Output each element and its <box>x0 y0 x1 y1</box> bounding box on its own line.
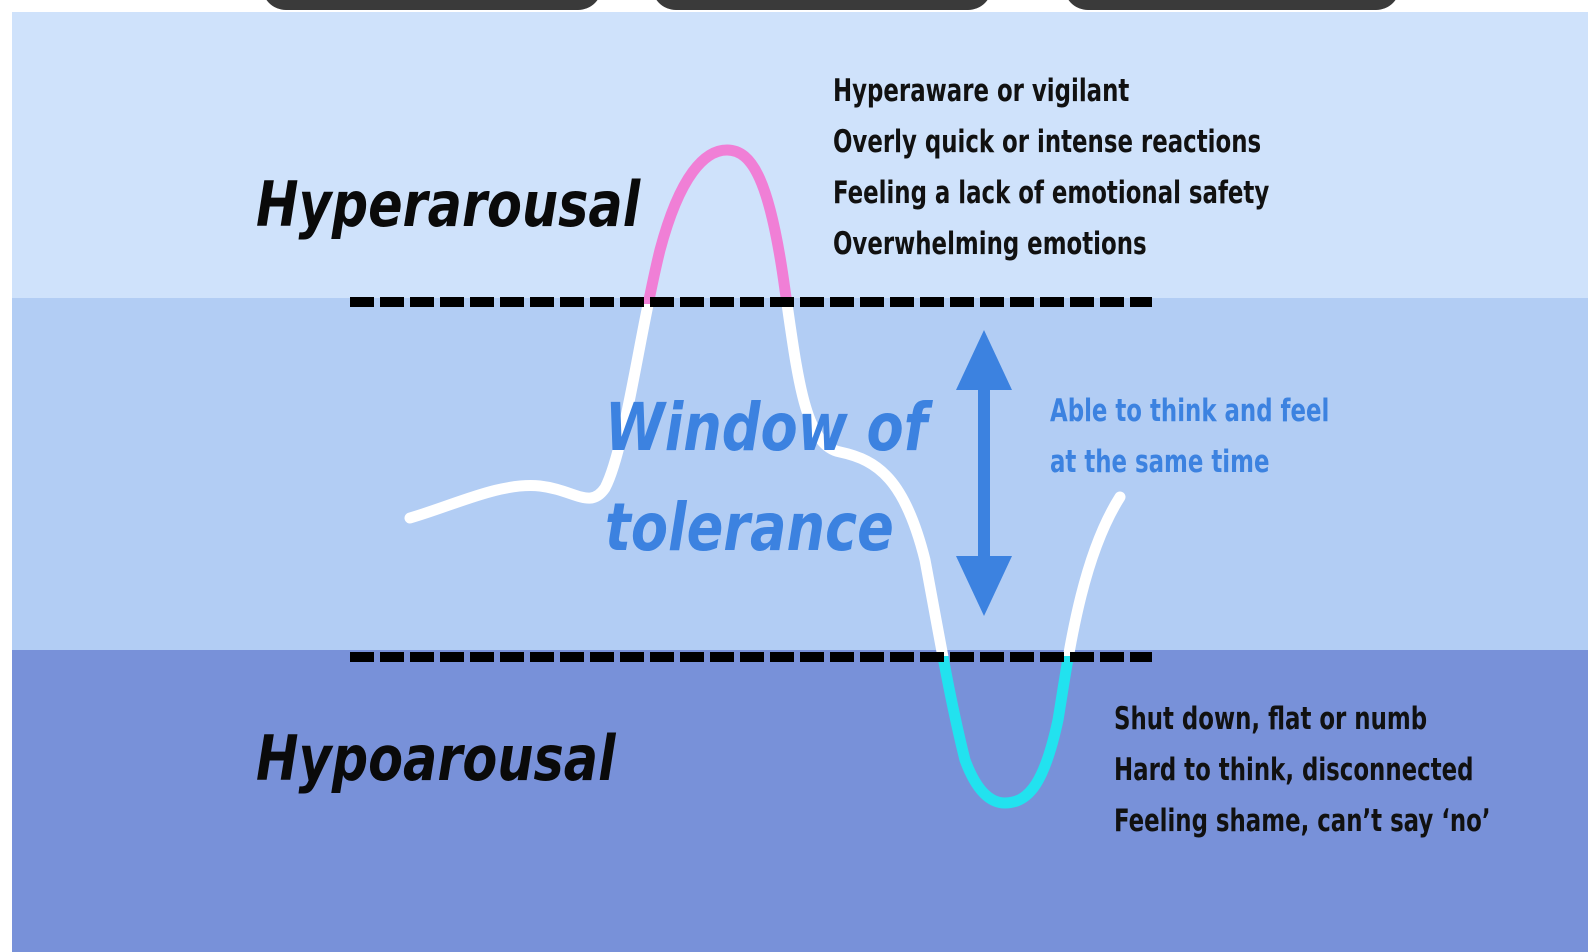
hyperarousal-symptom: Feeling a lack of emotional safety <box>833 168 1269 219</box>
window-label-line-2: tolerance <box>605 478 927 578</box>
hyperarousal-label: Hyperarousal <box>256 174 640 236</box>
hypoarousal-label: Hypoarousal <box>256 728 616 790</box>
hypoarousal-symptom: Feeling shame, can’t say ‘no’ <box>1114 796 1491 847</box>
hyperarousal-symptom: Overly quick or intense reactions <box>833 117 1269 168</box>
window-description: Able to think and feel at the same time <box>1050 386 1329 488</box>
hypoarousal-symptom-list: Shut down, flat or numb Hard to think, d… <box>1114 694 1491 847</box>
arrow-head-up <box>956 330 1012 390</box>
window-range-arrow <box>956 330 1012 616</box>
window-of-tolerance-label: Window of tolerance <box>605 378 927 579</box>
window-description-line: Able to think and feel <box>1050 386 1329 437</box>
arrow-shaft <box>978 376 990 572</box>
hypoarousal-symptom: Shut down, flat or numb <box>1114 694 1491 745</box>
window-description-line: at the same time <box>1050 437 1329 488</box>
window-label-line-1: Window of <box>605 378 927 478</box>
hypoarousal-symptom: Hard to think, disconnected <box>1114 745 1491 796</box>
arrow-head-down <box>956 556 1012 616</box>
hyperarousal-symptom-list: Hyperaware or vigilant Overly quick or i… <box>833 66 1269 270</box>
hyperarousal-symptom: Hyperaware or vigilant <box>833 66 1269 117</box>
hyperarousal-symptom: Overwhelming emotions <box>833 219 1269 270</box>
